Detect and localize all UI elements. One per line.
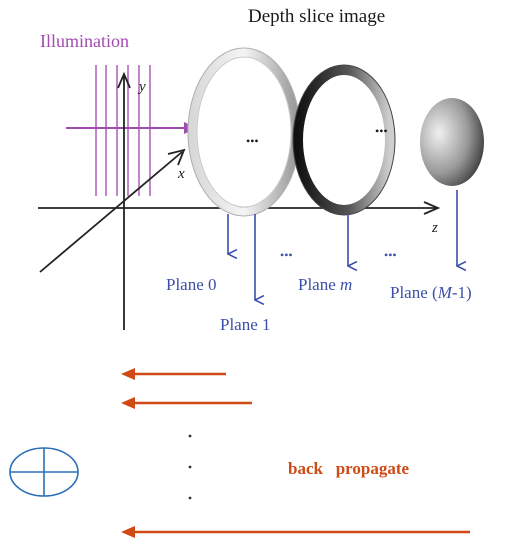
plane-last-label: Plane (M-1) xyxy=(390,283,472,302)
plane-ellipsis-1: ••• xyxy=(280,248,293,262)
back-propagation-arrows xyxy=(121,368,470,538)
illumination-label: Illumination xyxy=(40,31,129,51)
depth-slice-ring-2 xyxy=(292,64,396,216)
illumination-arrow xyxy=(66,122,197,134)
plane-ellipsis-2: ••• xyxy=(384,248,397,262)
y-axis-label: y xyxy=(137,79,146,95)
x-axis xyxy=(39,151,183,273)
plane-1-label: Plane 1 xyxy=(220,315,271,334)
depth-slice-ring-1 xyxy=(187,47,301,217)
back-arrow-last xyxy=(121,526,470,538)
coordinate-axes xyxy=(38,71,441,330)
vertical-ellipsis xyxy=(188,434,192,500)
z-axis-label: z xyxy=(431,220,438,236)
plane-0-label: Plane 0 xyxy=(166,275,217,294)
depth-slice-disk xyxy=(420,98,484,186)
slice-ellipsis-2: ••• xyxy=(375,124,388,138)
x-axis-label: x xyxy=(177,166,185,182)
diagram-title: Depth slice image xyxy=(248,6,385,27)
plane-pointers xyxy=(228,190,457,300)
illumination-wavefronts xyxy=(95,65,151,196)
slice-ellipsis-1: ••• xyxy=(246,134,259,148)
plane-m-label: Plane m xyxy=(298,275,352,294)
back-arrow-2 xyxy=(121,397,252,409)
back-arrow-1 xyxy=(121,368,226,380)
back-propagate-label: back propagate xyxy=(288,459,410,478)
circle-plus-symbol xyxy=(9,447,79,497)
